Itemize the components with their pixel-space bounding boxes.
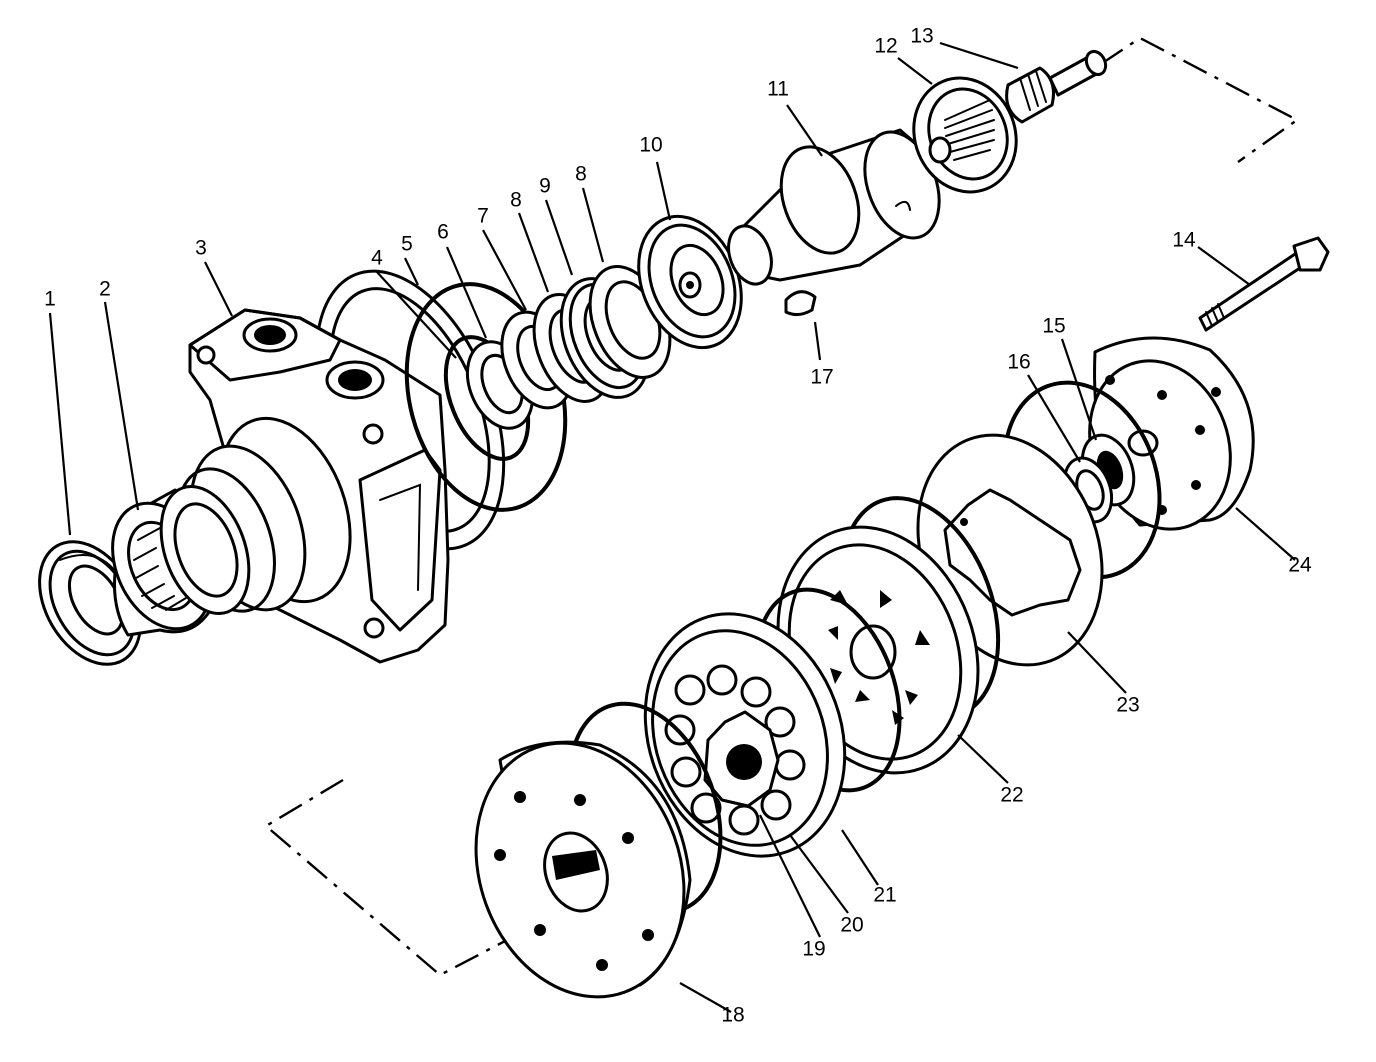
callout-15: 15 bbox=[1042, 315, 1065, 338]
callout-1: 1 bbox=[44, 288, 56, 311]
callout-17: 17 bbox=[810, 366, 833, 389]
part-18-end-plate bbox=[474, 701, 723, 999]
callout-6: 6 bbox=[437, 221, 449, 244]
callout-22: 22 bbox=[1000, 784, 1023, 807]
callout-5: 5 bbox=[401, 233, 413, 256]
callout-labels: 1 2 3 4 5 6 7 8 9 8 10 11 12 13 14 15 16… bbox=[44, 25, 1312, 1027]
callout-9: 9 bbox=[539, 175, 551, 198]
callout-24: 24 bbox=[1288, 554, 1312, 577]
leader-lines bbox=[48, 41, 1296, 1013]
callout-23: 23 bbox=[1116, 694, 1139, 717]
callout-16: 16 bbox=[1007, 351, 1030, 374]
callout-10: 10 bbox=[639, 134, 662, 157]
callout-4: 4 bbox=[371, 247, 383, 270]
part-10-bearing bbox=[637, 214, 743, 350]
callout-21: 21 bbox=[873, 884, 896, 907]
part-14-bolt bbox=[1198, 236, 1330, 332]
callout-12: 12 bbox=[874, 35, 897, 58]
callout-19: 19 bbox=[802, 938, 825, 961]
part-13-drive-link bbox=[1005, 49, 1108, 124]
callout-7: 7 bbox=[477, 205, 489, 228]
callout-18: 18 bbox=[721, 1004, 744, 1027]
part-19-geroler-star bbox=[703, 710, 780, 808]
callout-11: 11 bbox=[767, 78, 789, 101]
callout-20: 20 bbox=[840, 914, 863, 937]
callout-8-first: 8 bbox=[510, 189, 522, 212]
callout-13: 13 bbox=[910, 25, 933, 48]
part-11-output-shaft bbox=[727, 128, 941, 286]
part-17-key bbox=[784, 290, 817, 317]
callout-8-second: 8 bbox=[575, 163, 587, 186]
part-12-gear-plate bbox=[912, 76, 1018, 194]
callout-3: 3 bbox=[195, 237, 207, 260]
part-3-housing bbox=[159, 269, 506, 664]
callout-2: 2 bbox=[99, 278, 111, 301]
assembly-continuation-line-top bbox=[1100, 36, 1300, 163]
callout-14: 14 bbox=[1172, 229, 1196, 252]
